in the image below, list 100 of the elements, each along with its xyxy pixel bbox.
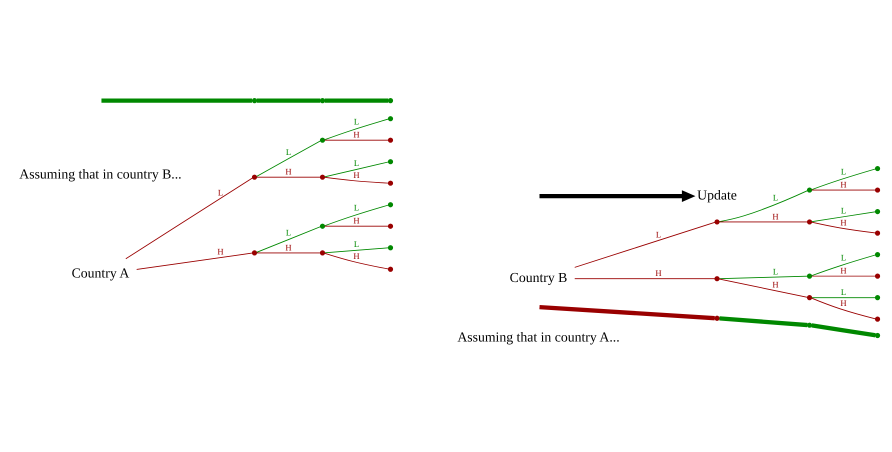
node-circle	[874, 230, 880, 236]
node-circle	[874, 252, 880, 258]
node-circle	[714, 316, 720, 321]
edge-label: L	[218, 187, 224, 198]
edge-label: H	[353, 130, 360, 140]
edge-label: L	[286, 146, 292, 157]
connector	[811, 298, 876, 320]
connector	[811, 190, 876, 191]
connector	[719, 276, 808, 280]
edge-label: L	[772, 266, 778, 276]
connector	[719, 221, 808, 222]
edge-label: H	[840, 266, 847, 276]
connector	[811, 297, 876, 298]
node-circle	[806, 322, 812, 328]
node-circle	[806, 219, 812, 225]
node-circle	[874, 187, 880, 193]
node-circle	[806, 187, 812, 193]
node-circle	[388, 245, 394, 250]
node-text: Country A	[72, 266, 130, 281]
node-circle	[388, 202, 394, 208]
connector	[539, 304, 715, 320]
node-circle	[388, 224, 394, 229]
connector	[324, 118, 389, 140]
node-circle	[252, 98, 258, 104]
edge-label: L	[354, 238, 360, 249]
connector	[324, 98, 388, 103]
node-circle	[388, 98, 394, 104]
edge-label: H	[772, 279, 779, 290]
node-circle	[874, 332, 880, 338]
connector	[324, 140, 389, 141]
edge-label: H	[353, 170, 360, 180]
connector	[256, 140, 321, 177]
edge-label: H	[285, 242, 292, 252]
edge-label: L	[354, 116, 360, 127]
node-circle	[388, 138, 394, 143]
connector	[574, 222, 716, 268]
label: Assuming that in country A...	[457, 329, 620, 344]
edge-label: H	[353, 250, 360, 261]
connector	[324, 176, 389, 184]
node-circle	[874, 295, 880, 300]
connector	[324, 252, 389, 270]
node-circle	[874, 274, 880, 279]
edge-label: H	[772, 211, 779, 222]
node-circle	[320, 250, 326, 256]
node-circle	[874, 166, 880, 172]
edge-label: H	[840, 298, 847, 308]
node-circle	[806, 295, 812, 300]
connector	[718, 190, 808, 222]
edge-label: L	[840, 166, 846, 177]
connector	[811, 211, 876, 222]
edge-label: L	[772, 192, 778, 202]
edge-label: L	[286, 228, 292, 238]
node-circle	[320, 98, 326, 104]
edge-label: L	[840, 252, 846, 263]
node-text: Country B	[510, 270, 568, 285]
node-circle	[874, 316, 880, 322]
edge-label: H	[353, 216, 360, 226]
node-text: Update	[697, 187, 737, 202]
node-circle	[714, 219, 720, 225]
connector	[136, 252, 253, 270]
node-circle	[252, 250, 258, 256]
node-circle	[320, 174, 326, 180]
edge-label: H	[217, 246, 224, 257]
connector	[719, 316, 808, 328]
connector	[811, 222, 876, 234]
connector	[256, 98, 320, 103]
node-circle	[320, 224, 326, 229]
node-circle	[388, 159, 394, 164]
edge-label: L	[840, 287, 846, 298]
connector	[101, 98, 252, 103]
connector	[324, 204, 389, 226]
label: Assuming that in country B...	[19, 166, 182, 182]
connector	[811, 276, 876, 277]
connector	[256, 252, 321, 254]
edge-label: H	[840, 217, 847, 228]
edge-label: L	[354, 158, 360, 168]
edge-label: H	[655, 268, 662, 278]
arrow	[540, 190, 696, 202]
connector	[256, 176, 321, 178]
edge-label: H	[840, 180, 847, 190]
edge-label: L	[840, 205, 846, 216]
edge-label: L	[656, 229, 662, 240]
connector	[811, 323, 876, 338]
node-circle	[320, 138, 326, 143]
node-circle	[714, 276, 720, 282]
node-circle	[252, 174, 258, 180]
connector	[324, 247, 389, 254]
connector	[719, 278, 808, 298]
connector	[324, 226, 389, 227]
connector	[125, 178, 253, 260]
connector	[324, 162, 389, 178]
node-circle	[874, 209, 880, 214]
edge-label: H	[285, 166, 292, 177]
node-circle	[806, 274, 812, 279]
node-circle	[388, 180, 394, 186]
connector	[574, 278, 716, 280]
node-circle	[388, 116, 394, 122]
connector	[811, 254, 876, 276]
node-circle	[388, 266, 394, 272]
connector	[256, 226, 321, 253]
